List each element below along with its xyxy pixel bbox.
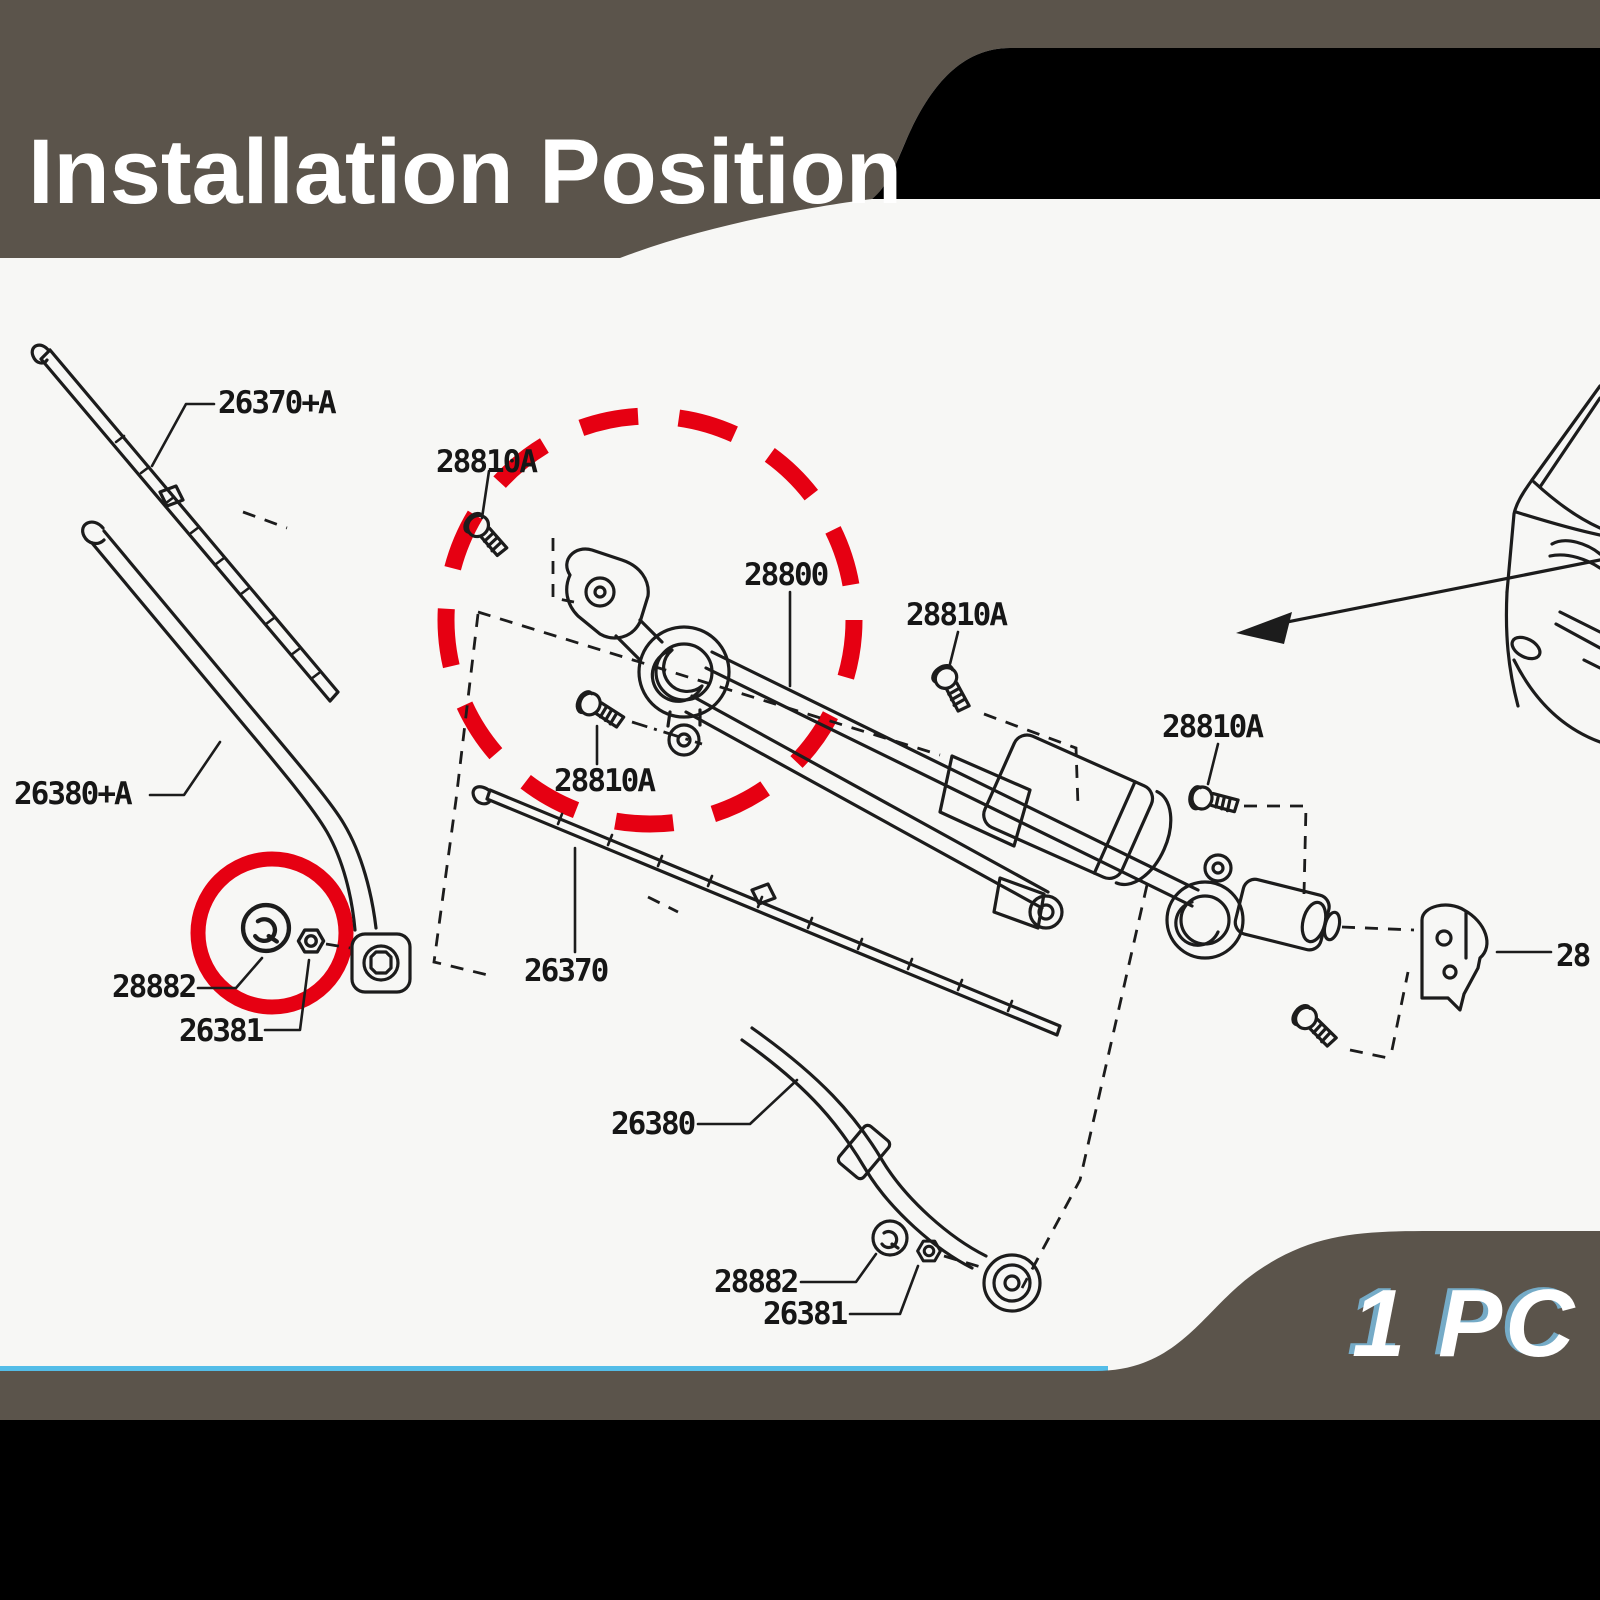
quantity-label: 1 PC (1352, 1270, 1578, 1377)
car-front-sketch (1504, 384, 1600, 744)
mounting-bolts (459, 469, 1410, 1060)
motor-crank-assembly (565, 547, 792, 757)
mount-bracket (1420, 903, 1553, 1012)
part-label-28810a-right: 28810A (906, 597, 1008, 633)
page-title: Installation Position (28, 120, 903, 223)
part-label-28810a-far-right: 28810A (1162, 709, 1264, 745)
red-solid-circle (190, 851, 354, 1015)
wiper-blade-upper (30, 343, 340, 703)
wiper-arm-left (81, 520, 412, 994)
header-band (0, 0, 1600, 258)
part-label-26381-bottom: 26381 (763, 1296, 848, 1332)
part-label-28882-left: 28882 (112, 969, 197, 1005)
part-label-26381-left: 26381 (179, 1013, 264, 1049)
part-label-26380-plus-a: 26380+A (14, 776, 133, 812)
footer-stripe (0, 1366, 1108, 1372)
leader-28810a-top (480, 469, 491, 520)
leader-26380 (696, 1078, 799, 1126)
linkage-rods (684, 650, 1200, 930)
part-label-28-partial: 28 (1556, 938, 1591, 974)
wiper-motor (982, 733, 1173, 887)
part-label-28800: 28800 (744, 557, 829, 593)
part-label-26380: 26380 (611, 1106, 696, 1142)
pointer-arrow (1236, 558, 1600, 644)
wiper-blade-lower (471, 785, 1062, 1037)
leader-26380-plus-a (148, 740, 222, 797)
leader-28810a-far-right (1206, 742, 1220, 786)
leader-28882-left (196, 956, 264, 990)
part-label-28810a-top: 28810A (436, 444, 538, 480)
leader-26370-plus-a (150, 402, 216, 468)
wiper-arm-lower (696, 1026, 1042, 1313)
header-black-wedge (872, 48, 1600, 199)
part-label-26370: 26370 (524, 953, 609, 989)
footer-band (0, 1231, 1600, 1600)
leader-28810a-right (948, 630, 960, 666)
leader-28882-bottom (799, 1252, 878, 1284)
red-dashed-circle (437, 407, 863, 833)
leader-26381-left (263, 958, 311, 1032)
pivot-cap-left (196, 905, 351, 1032)
right-pivot-assembly (1165, 853, 1415, 960)
leader-26381-bottom (848, 1264, 920, 1316)
footer-black-band (0, 1420, 1600, 1600)
part-label-28882-bottom: 28882 (714, 1264, 799, 1300)
part-label-26370-plus-a: 26370+A (218, 385, 337, 421)
pivot-cap-lower (799, 1219, 985, 1316)
part-label-28810a-mid: 28810A (554, 763, 656, 799)
